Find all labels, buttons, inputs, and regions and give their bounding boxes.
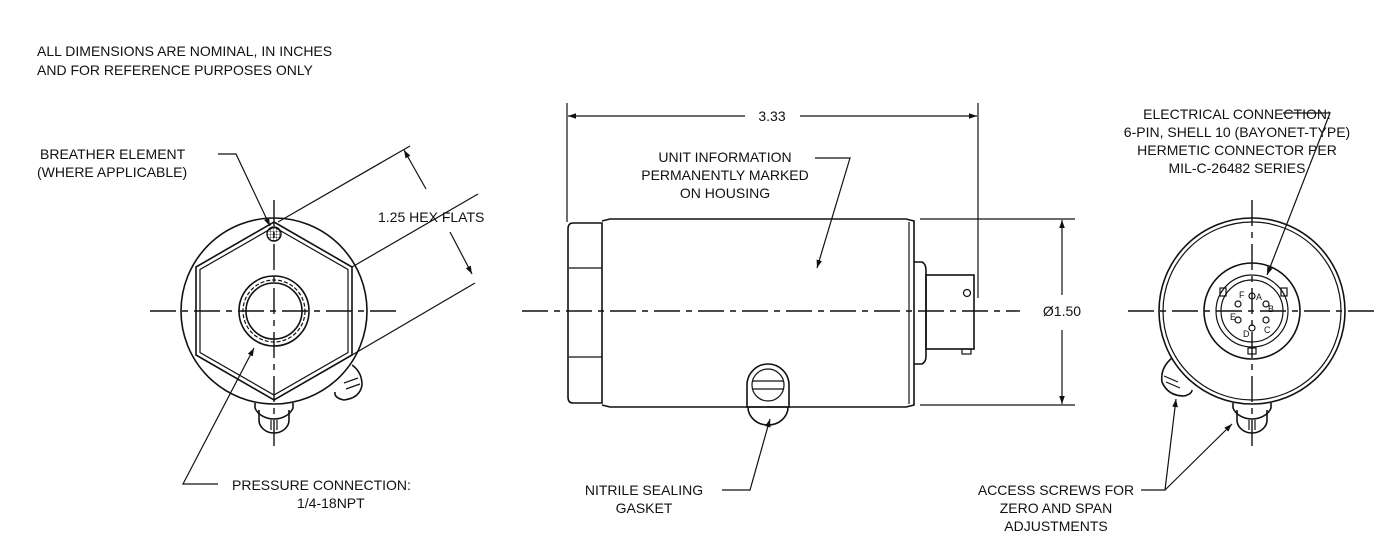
pin-b <box>1262 300 1270 308</box>
front-view: 1.25 HEX FLATS BREATHER ELEMENT (WHERE A… <box>37 145 484 511</box>
gasket-leader <box>722 418 771 491</box>
pin-c <box>1262 316 1270 324</box>
rear-screw-bottom-head <box>1236 410 1268 434</box>
bayonet-lug-right <box>1280 287 1288 297</box>
electrical-leader <box>1266 112 1331 276</box>
hex-dim-line-bottom <box>449 231 473 275</box>
pin-label-b: B <box>1268 304 1274 314</box>
hex-ext-line-lower <box>351 282 476 356</box>
bayonet-lug-left <box>1219 287 1227 297</box>
diameter-dimension: Ø1.50 <box>1043 303 1081 319</box>
pin-label-c: C <box>1264 325 1271 335</box>
side-main-body <box>601 218 915 408</box>
access-screws-label-1: ACCESS SCREWS FOR <box>978 482 1134 498</box>
side-screw-slot <box>753 380 783 390</box>
pressure-leader <box>182 347 255 485</box>
electrical-label-3: HERMETIC CONNECTOR PER <box>1137 142 1337 158</box>
pressure-label-2: 1/4-18NPT <box>297 495 365 511</box>
pin-label-f: F <box>1239 290 1245 300</box>
side-view: 3.33 Ø1.50 UNIT INFORMATION PERMANENTLY … <box>522 103 1081 516</box>
access-screws-label-2: ZERO AND SPAN <box>1000 500 1113 516</box>
front-screw-bottom-slot <box>270 420 278 430</box>
side-connector-tab <box>961 348 972 355</box>
side-connector-shell <box>925 274 975 350</box>
electrical-label-4: MIL-C-26482 SERIES <box>1169 160 1306 176</box>
rear-screw-bottom-slot <box>1248 420 1256 430</box>
access-screw-leader-left <box>1141 398 1178 491</box>
note-line-1: ALL DIMENSIONS ARE NOMINAL, IN INCHES <box>37 43 332 59</box>
hex-flats-dimension: 1.25 HEX FLATS <box>378 209 484 225</box>
unit-info-label-3: ON HOUSING <box>680 185 770 201</box>
breather-leader <box>218 153 271 227</box>
pin-label-e: E <box>1230 312 1236 322</box>
side-hex-nut <box>567 222 603 404</box>
side-connector-key <box>962 288 972 298</box>
rear-screw-left-slot <box>1163 375 1181 389</box>
front-screw-bottom <box>254 403 294 420</box>
unit-info-leader <box>815 157 851 269</box>
length-dimension: 3.33 <box>758 108 785 124</box>
pin-f <box>1234 300 1242 308</box>
pin-label-a: A <box>1256 292 1262 302</box>
side-connector-flange <box>914 261 927 365</box>
rear-view: A B C D E F ELECTRICAL CONNECTION: 6-PIN… <box>978 106 1378 534</box>
breather-label-1: BREATHER ELEMENT <box>40 146 186 162</box>
breather-label-2: (WHERE APPLICABLE) <box>37 164 187 180</box>
gasket-label-2: GASKET <box>616 500 673 516</box>
access-screws-label-3: ADJUSTMENTS <box>1004 518 1107 534</box>
side-screw-boss <box>746 363 790 408</box>
unit-info-label-2: PERMANENTLY MARKED <box>641 167 809 183</box>
rear-screw-left <box>1160 357 1193 397</box>
front-screw-right <box>334 364 363 401</box>
pin-e <box>1234 316 1242 324</box>
general-note: ALL DIMENSIONS ARE NOMINAL, IN INCHES AN… <box>37 43 332 78</box>
hex-ext-line-bottom <box>351 193 479 268</box>
rear-screw-bottom <box>1232 403 1272 420</box>
gasket-label-1: NITRILE SEALING <box>585 482 703 498</box>
pressure-label-1: PRESSURE CONNECTION: <box>232 477 411 493</box>
hex-ext-line-top <box>277 145 411 223</box>
note-line-2: AND FOR REFERENCE PURPOSES ONLY <box>37 62 314 78</box>
hex-dim-line-top <box>403 149 427 190</box>
side-gasket <box>747 406 789 426</box>
electrical-label-2: 6-PIN, SHELL 10 (BAYONET-TYPE) <box>1124 124 1350 140</box>
side-screw-head <box>751 368 785 402</box>
front-screw-right-slot <box>343 377 361 390</box>
pin-label-d: D <box>1243 329 1250 339</box>
access-screw-leader-right <box>1164 423 1233 491</box>
unit-info-label-1: UNIT INFORMATION <box>658 149 791 165</box>
front-screw-bottom-head <box>258 410 290 434</box>
electrical-label-1: ELECTRICAL CONNECTION: <box>1143 106 1331 122</box>
